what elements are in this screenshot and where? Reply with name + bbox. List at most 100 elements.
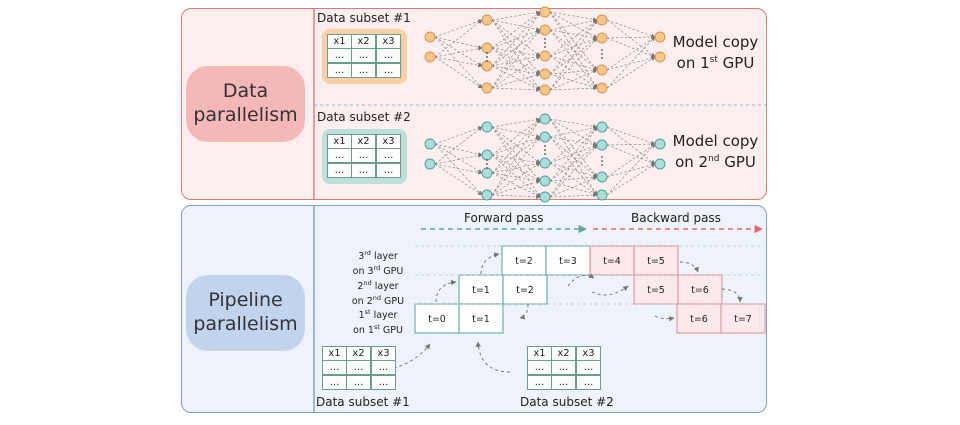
dependency-arrow: [567, 273, 595, 287]
ellipsis-dot: [486, 167, 488, 169]
table-header-cell: x1: [322, 346, 347, 361]
ellipsis-dot: [544, 46, 546, 48]
nn-edge: [491, 19, 541, 57]
nn-edge: [549, 144, 598, 164]
nn-edge: [491, 19, 541, 75]
ellipsis-dot: [601, 53, 603, 55]
nn-edge: [434, 19, 483, 38]
nn-edge: [491, 118, 541, 196]
nn-edge: [549, 162, 598, 178]
nn-edge: [549, 144, 598, 198]
layer1-label: 1st layer on 1st GPU: [353, 308, 403, 337]
model-copy-gpu1-network: [424, 6, 666, 96]
nn-node: [424, 138, 436, 150]
nn-edge: [549, 55, 598, 71]
nn-node: [596, 189, 608, 201]
table-cell: ...: [351, 163, 376, 178]
dp-subset2-title: Data subset #2: [317, 110, 411, 124]
forward-cell: [458, 303, 504, 334]
forward-cell-label: t=3: [559, 256, 577, 267]
table-cell: ...: [376, 63, 401, 78]
ellipsis-dot: [601, 160, 603, 162]
nn-node: [596, 139, 608, 151]
forward-cell: [545, 245, 591, 276]
nn-node: [424, 158, 436, 170]
nn-edge: [491, 47, 541, 58]
table-cell: ...: [376, 48, 401, 63]
backward-cell: [720, 303, 766, 334]
forward-cell: [502, 274, 548, 305]
nn-edge: [491, 126, 541, 164]
nn-edge: [491, 65, 541, 76]
nn-edge: [606, 34, 656, 40]
dependency-arrow: [679, 261, 699, 273]
nn-edge: [434, 56, 483, 68]
nn-edge: [549, 37, 598, 57]
nn-node: [539, 68, 551, 80]
nn-edge: [491, 172, 541, 183]
table-cell: ...: [327, 148, 352, 163]
forward-cell-label: t=0: [428, 314, 446, 325]
nn-edge: [491, 65, 541, 91]
nn-edge: [606, 143, 656, 178]
forward-cell: [414, 303, 460, 334]
nn-node: [539, 131, 551, 143]
forward-cell-label: t=1: [472, 285, 490, 296]
nn-edge: [434, 143, 483, 157]
nn-node: [596, 64, 608, 76]
model-copy-gpu1-label: Model copy on 1st GPU: [668, 32, 763, 74]
nn-edge: [606, 19, 656, 58]
forward-cell-label: t=1: [472, 314, 490, 325]
ellipsis-dot: [601, 164, 603, 166]
nn-edge: [491, 29, 541, 89]
nn-edge: [606, 37, 656, 58]
nn-edge: [491, 180, 541, 196]
nn-node: [596, 171, 608, 183]
nn-edge: [549, 11, 598, 89]
nn-edge: [434, 36, 483, 50]
nn-edge: [434, 143, 483, 196]
nn-edge: [491, 19, 541, 91]
dependency-arrow: [480, 252, 500, 275]
dp-subset1-title: Data subset #1: [317, 11, 411, 25]
model-copy-gpu1-line1: Model copy: [672, 33, 759, 51]
nn-edge: [606, 55, 656, 71]
table-cell: ...: [322, 360, 347, 375]
nn-node: [539, 24, 551, 36]
table-cell: ...: [322, 375, 347, 390]
nn-edge: [491, 154, 541, 165]
table-header-cell: x3: [576, 346, 601, 361]
nn-edge: [606, 126, 656, 165]
ellipsis-dot: [544, 38, 546, 40]
nn-node: [539, 50, 551, 62]
ellipsis-dot: [601, 156, 603, 158]
table-header-cell: x3: [371, 346, 396, 361]
backward-pass-label: Backward pass: [631, 211, 721, 225]
table-cell: ...: [351, 148, 376, 163]
table-header-cell: x1: [327, 134, 352, 149]
nn-edge: [491, 10, 541, 21]
nn-node: [481, 167, 493, 179]
nn-edge: [549, 29, 598, 40]
layer3-label: 3rd layer on 3rd GPU: [352, 249, 404, 278]
table-cell: ...: [376, 148, 401, 163]
nn-node: [654, 138, 666, 150]
nn-edge: [549, 29, 598, 71]
nn-edge: [434, 46, 483, 58]
table-cell: ...: [371, 360, 396, 375]
nn-edge: [549, 11, 598, 22]
backward-cell-label: t=6: [691, 285, 709, 296]
nn-edge: [491, 117, 541, 128]
nn-node: [539, 113, 551, 125]
table-cell: ...: [527, 360, 552, 375]
nn-node: [481, 82, 493, 94]
nn-edge: [549, 118, 598, 196]
table-cell: ...: [527, 375, 552, 390]
table-cell: ...: [576, 375, 601, 390]
nn-node: [481, 14, 493, 26]
nn-edge: [491, 29, 541, 67]
nn-edge: [549, 136, 598, 196]
table-header-cell: x2: [551, 346, 576, 361]
nn-edge: [606, 143, 656, 196]
